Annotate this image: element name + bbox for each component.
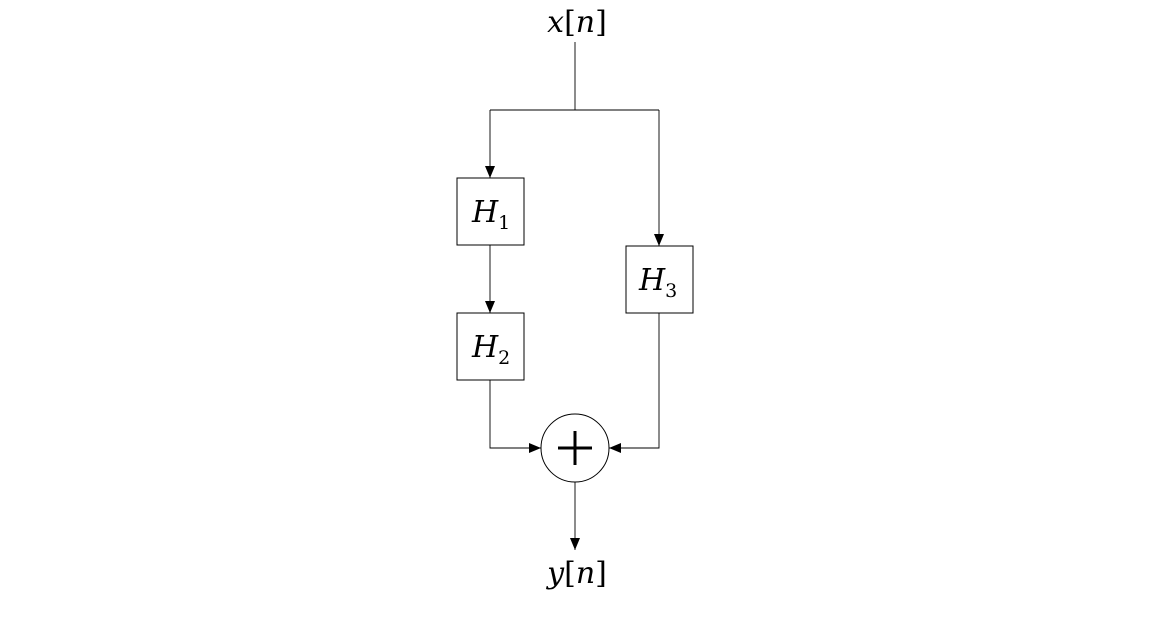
svg-text:H2: H2 (471, 330, 510, 369)
output-label: y[n] (545, 556, 607, 591)
wire-h3-to-adder (609, 313, 660, 453)
input-label: x[n] (547, 5, 607, 40)
wire-h2-to-adder (489, 380, 541, 453)
svg-text:H3: H3 (638, 263, 677, 302)
block-h3: H3 (625, 245, 694, 314)
block-h1: H1 (456, 177, 525, 246)
block-h2: H2 (456, 312, 525, 381)
svg-text:H1: H1 (471, 195, 510, 234)
adder-node (540, 413, 610, 483)
